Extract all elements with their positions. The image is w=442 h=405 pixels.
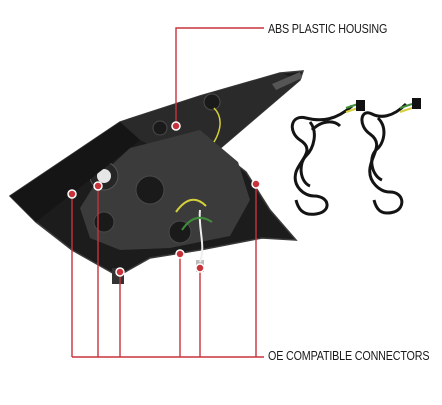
connectors-label: OE COMPATIBLE CONNECTORS (268, 349, 430, 363)
wire-harness-left (290, 100, 365, 216)
callout-dot-icon (195, 263, 205, 273)
callout-dot-icon (93, 181, 103, 191)
housing-label: ABS PLASTIC HOUSING (268, 22, 388, 36)
callout-dot-icon (115, 267, 125, 277)
callout-housing (175, 27, 264, 126)
tail-light-housing (8, 70, 305, 284)
callout-dot-icon (175, 249, 185, 259)
callout-connectors (71, 184, 264, 358)
wire-harness-right (360, 98, 421, 215)
callout-dot-icon (67, 189, 77, 199)
callout-dot-icon (251, 179, 261, 189)
callout-dot-icon (171, 121, 181, 131)
